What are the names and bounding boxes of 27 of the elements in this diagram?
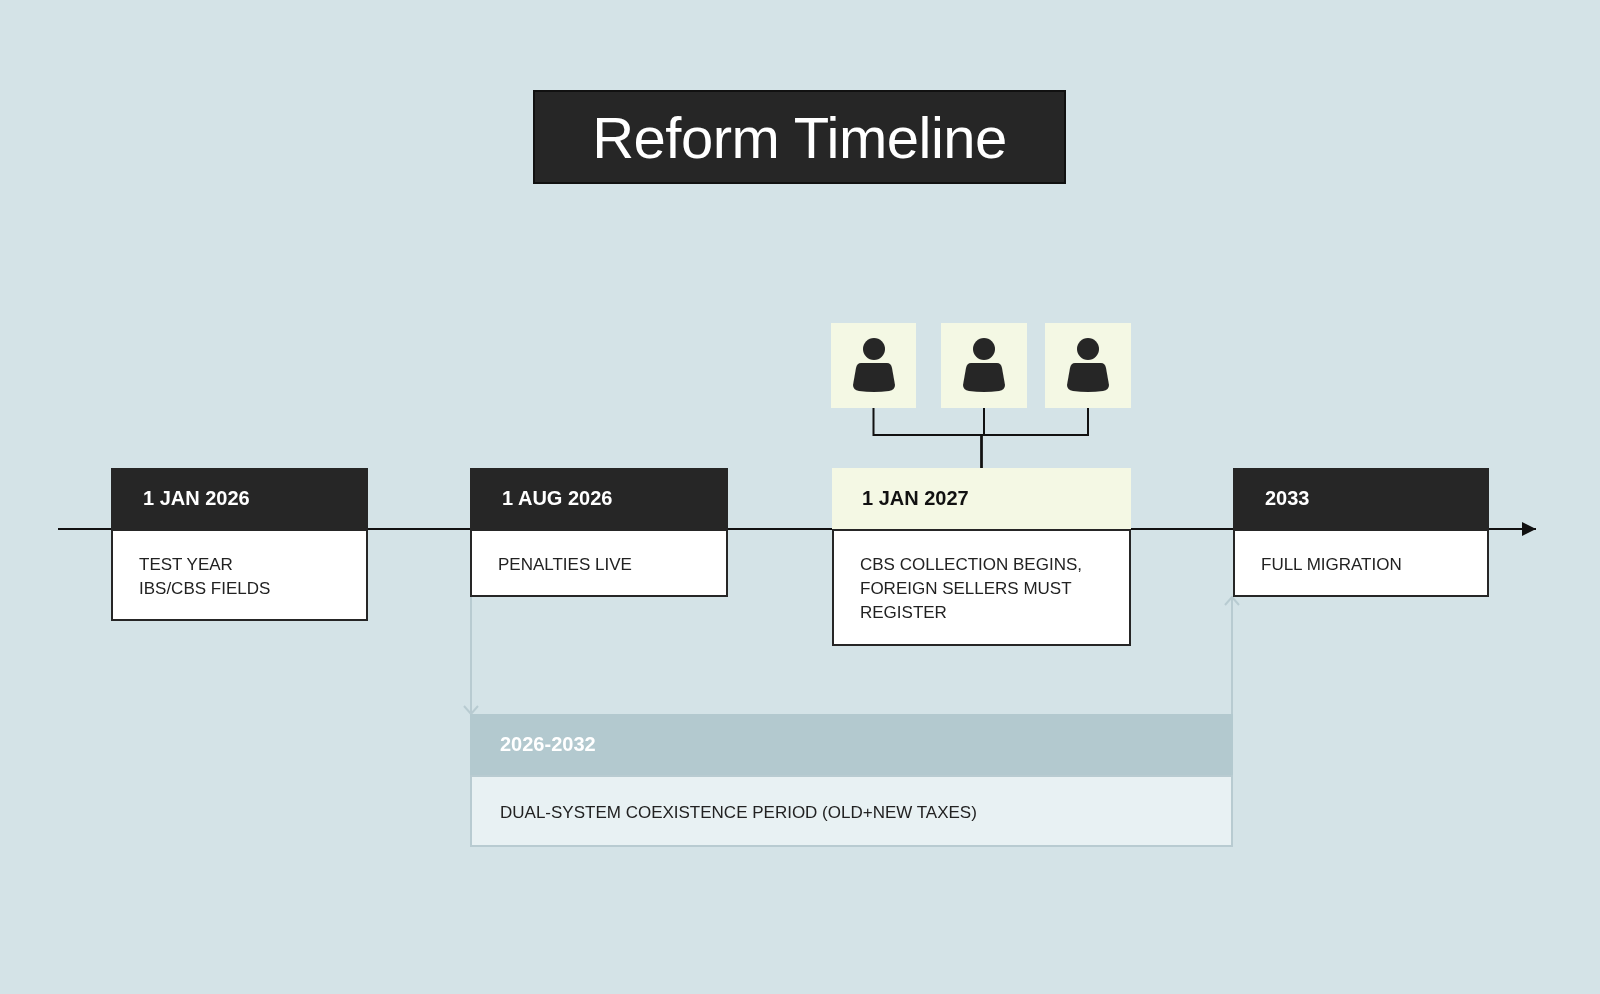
milestone-card (470, 468, 728, 597)
timeline-line (367, 528, 471, 530)
arrow (1224, 596, 1240, 715)
description-text: FULL MIGRATION (1261, 554, 1402, 576)
timeline-line (57, 528, 112, 530)
milestone-card (832, 468, 1131, 646)
description-text: DUAL-SYSTEM COEXISTENCE PERIOD (OLD+NEW TAXES) (500, 802, 977, 824)
milestone-card (1233, 468, 1489, 597)
person-tile (1045, 323, 1131, 408)
arrow (1488, 522, 1537, 536)
date-header: 1 AUG 2026 (470, 468, 728, 529)
person-tile (941, 323, 1027, 408)
date-header: 1 JAN 2026 (111, 468, 368, 529)
period-header: 2026-2032 (470, 714, 1233, 775)
period-card (470, 714, 1233, 847)
timeline-line (727, 528, 833, 530)
timeline-line (1130, 528, 1234, 530)
description-text: CBS COLLECTION BEGINS, FOREIGN SELLERS MUST REGISTER (860, 554, 1083, 624)
date-header: 2033 (1233, 468, 1489, 529)
description-text: PENALTIES LIVE (498, 554, 632, 576)
arrow (463, 596, 479, 715)
person-tile (831, 323, 916, 408)
milestone-card (111, 468, 368, 621)
connector-line (980, 407, 1089, 469)
date-header: 1 JAN 2027 (832, 468, 1131, 529)
title-banner: Reform Timeline (533, 90, 1066, 184)
description-text: TEST YEAR IBS/CBS FIELDS (139, 554, 272, 600)
